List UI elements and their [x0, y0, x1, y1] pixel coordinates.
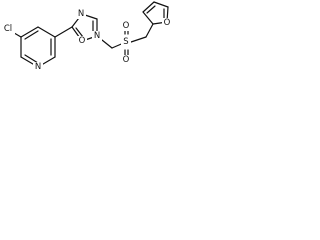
bond	[153, 1, 169, 8]
bond	[130, 36, 147, 43]
atom-label-o-sulfonyl: O	[123, 21, 130, 31]
double-bond-inner	[75, 27, 84, 38]
bond	[142, 1, 155, 13]
pyridine-ring	[20, 26, 56, 68]
atom-label-s: S	[123, 37, 128, 47]
atom-label-o-oxadiazole: O	[79, 36, 86, 46]
double-bond-inner	[24, 30, 39, 40]
bond	[37, 26, 56, 38]
double-bond-inner	[146, 5, 156, 14]
bond	[142, 11, 154, 25]
bond	[20, 26, 39, 38]
bond	[54, 26, 73, 38]
molecule-structure: Cl N N N O S O O O	[1, 1, 172, 72]
bond	[145, 23, 154, 38]
double-bond-inner	[24, 54, 39, 64]
atom-label-cl: Cl	[4, 24, 12, 34]
atom-label-n-oxadiazole: N	[94, 31, 100, 41]
atom-label-n-oxadiazole: N	[78, 9, 84, 19]
atom-label-o-sulfonyl: O	[123, 55, 130, 65]
atom-label-o-furan: O	[164, 18, 171, 28]
atom-label-n-pyridine: N	[35, 62, 41, 72]
